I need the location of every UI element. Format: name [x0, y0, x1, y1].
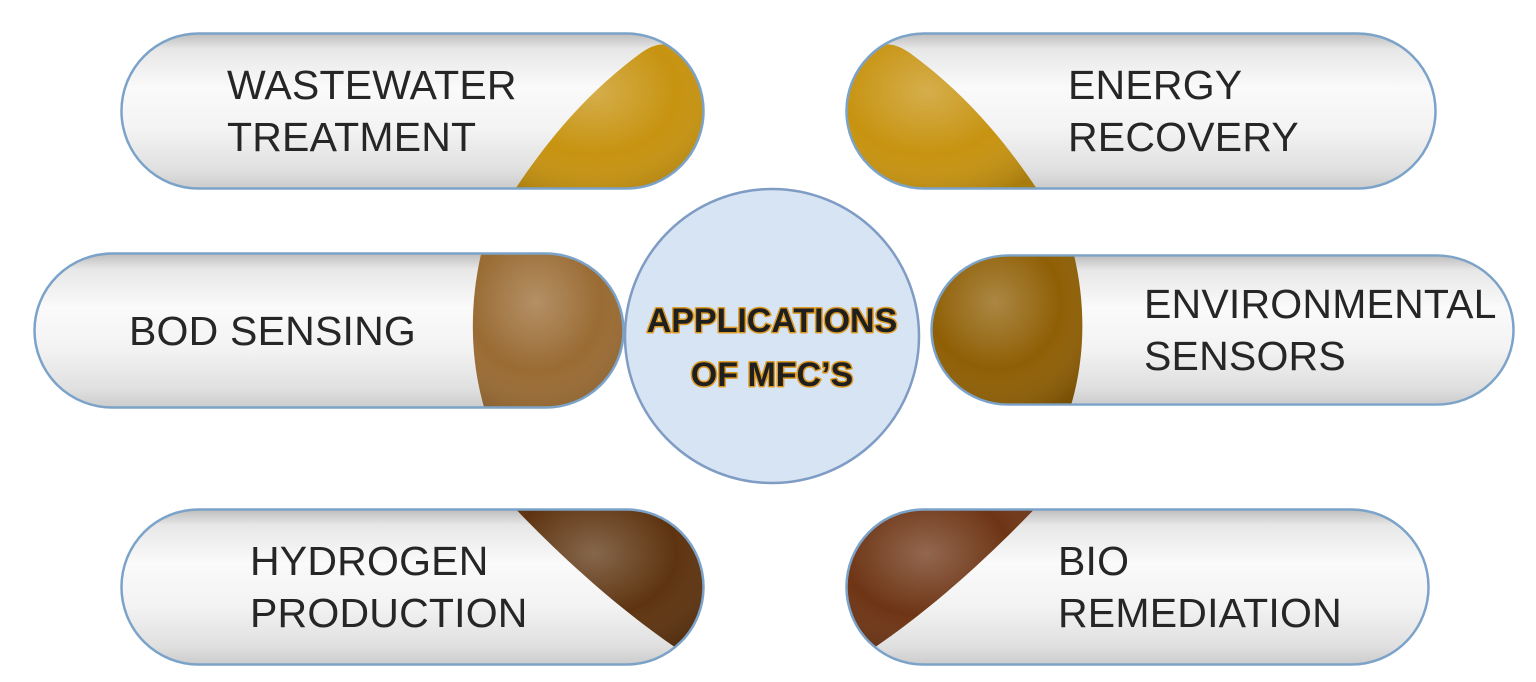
capsule-label-line1: BIO [1058, 538, 1130, 584]
capsule-shape [120, 32, 705, 190]
center-title-line2: OF MFC’S [691, 356, 853, 394]
capsule-hydrogen-production: HYDROGEN PRODUCTION [120, 508, 705, 666]
blob-shine-overlay [847, 44, 1038, 189]
capsule-label: WASTEWATER TREATMENT [120, 32, 705, 190]
capsule-label: BIO REMEDIATION [845, 508, 1430, 666]
center-circle-shape: APPLICATIONS OF MFC’S [623, 187, 921, 485]
capsule-label-line1: BOD SENSING [129, 307, 416, 354]
blob-shine-overlay [514, 509, 704, 651]
capsule-label-line2: RECOVERY [1068, 114, 1299, 160]
blob-shine-overlay [472, 253, 623, 408]
center-circle-border [623, 187, 921, 485]
capsule-label-line1: ENVIRONMENTAL [1144, 281, 1497, 327]
blob-shine-overlay [846, 509, 1036, 651]
capsule-label-line2: PRODUCTION [250, 590, 528, 636]
capsule-label-line1: ENERGY [1068, 62, 1243, 108]
capsule-shape [845, 32, 1437, 190]
center-circle: APPLICATIONS OF MFC’S [622, 186, 922, 486]
capsule-shape [845, 508, 1430, 666]
capsule-wastewater-treatment: WASTEWATER TREATMENT [120, 32, 705, 190]
capsule-shape [120, 508, 705, 666]
center-circle-fill [625, 189, 919, 483]
blob-shine-overlay [514, 44, 704, 189]
capsule-label-line1: HYDROGEN [250, 538, 489, 584]
capsule-label: ENERGY RECOVERY [845, 32, 1437, 190]
capsule-label-line2: TREATMENT [227, 114, 477, 160]
capsule-environmental-sensors: ENVIRONMENTAL SENSORS [930, 254, 1515, 406]
capsule-label-line2: SENSORS [1144, 333, 1346, 379]
capsule-label-line1: WASTEWATER [227, 62, 517, 108]
capsule-energy-recovery: ENERGY RECOVERY [845, 32, 1437, 190]
capsule-label: ENVIRONMENTAL SENSORS [930, 254, 1515, 406]
blob-shine-overlay [931, 255, 1083, 405]
capsule-label: BOD SENSING [33, 252, 625, 409]
center-title-line1: APPLICATIONS [647, 302, 898, 340]
capsule-bio-remediation: BIO REMEDIATION [845, 508, 1430, 666]
capsule-shape [930, 254, 1515, 406]
capsule-shape [33, 252, 625, 409]
capsule-label: HYDROGEN PRODUCTION [120, 508, 705, 666]
capsule-bod-sensing: BOD SENSING [33, 252, 625, 409]
capsule-label-line2: REMEDIATION [1058, 590, 1342, 636]
